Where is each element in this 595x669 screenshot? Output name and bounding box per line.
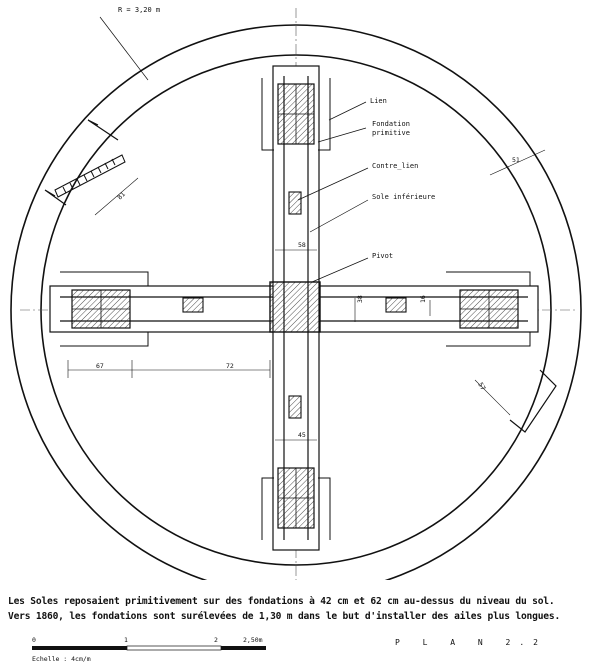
scale-segment-2 — [126, 645, 222, 651]
footing-bottom — [277, 467, 315, 529]
label-contre-lien: Contre_lien — [372, 162, 418, 170]
label-pivot: Pivot — [372, 252, 393, 260]
scale-segment-3 — [221, 646, 266, 650]
footing-top — [277, 83, 315, 145]
caption-line-2: Vers 1860, les fondations sont surélevée… — [8, 611, 561, 622]
wall-opening-left — [44, 119, 119, 206]
caption: Les Soles reposaient primitivement sur d… — [8, 594, 593, 624]
footing-left — [71, 289, 131, 329]
scale-bar: 0 1 2 2,50m Echelle : 4cm/m — [32, 636, 266, 663]
label-lien: Lien — [370, 97, 387, 105]
scale-tick-2: 2 — [214, 636, 218, 644]
scale-tick-0: 0 — [32, 636, 36, 644]
scale-tick-3: 2,50m — [243, 636, 263, 644]
dim-58: 58 — [298, 241, 306, 249]
ladder — [54, 154, 126, 198]
footing-right — [459, 289, 519, 329]
dim-38: 38 — [356, 295, 364, 303]
caption-line-1: Les Soles reposaient primitivement sur d… — [8, 596, 555, 607]
wall-opening-right — [509, 369, 557, 433]
pivot-block — [269, 281, 321, 333]
radius-label: R = 3,20 m — [118, 6, 160, 14]
label-primitive: primitive — [372, 129, 410, 137]
label-fondation: Fondation — [372, 120, 410, 128]
dim-67: 67 — [96, 362, 104, 370]
dim-45: 45 — [298, 431, 306, 439]
plan-labels: R = 3,20 m Lien Fondation primitive Cont… — [118, 6, 435, 260]
dim-81: 81 — [116, 190, 127, 201]
leader-lines — [99, 16, 369, 283]
dimension-labels: 51 81 58 38 16 67 72 57 45 — [96, 156, 520, 439]
dim-57: 57 — [476, 381, 487, 392]
small-blocks — [182, 191, 407, 419]
scale-segment-1 — [32, 646, 127, 650]
label-sole-inferieure: Sole inférieure — [372, 193, 435, 201]
scale-label: Echelle : 4cm/m — [32, 655, 91, 663]
mill-foundation-plan: R = 3,20 m Lien Fondation primitive Cont… — [10, 6, 582, 580]
plan-title: P L A N 2.2 — [395, 638, 547, 647]
dim-72: 72 — [226, 362, 234, 370]
scale-tick-1: 1 — [124, 636, 128, 644]
dim-16: 16 — [419, 295, 427, 303]
dim-51: 51 — [512, 156, 520, 164]
dimension-lines — [67, 149, 546, 441]
foundation-outlines — [60, 78, 531, 540]
